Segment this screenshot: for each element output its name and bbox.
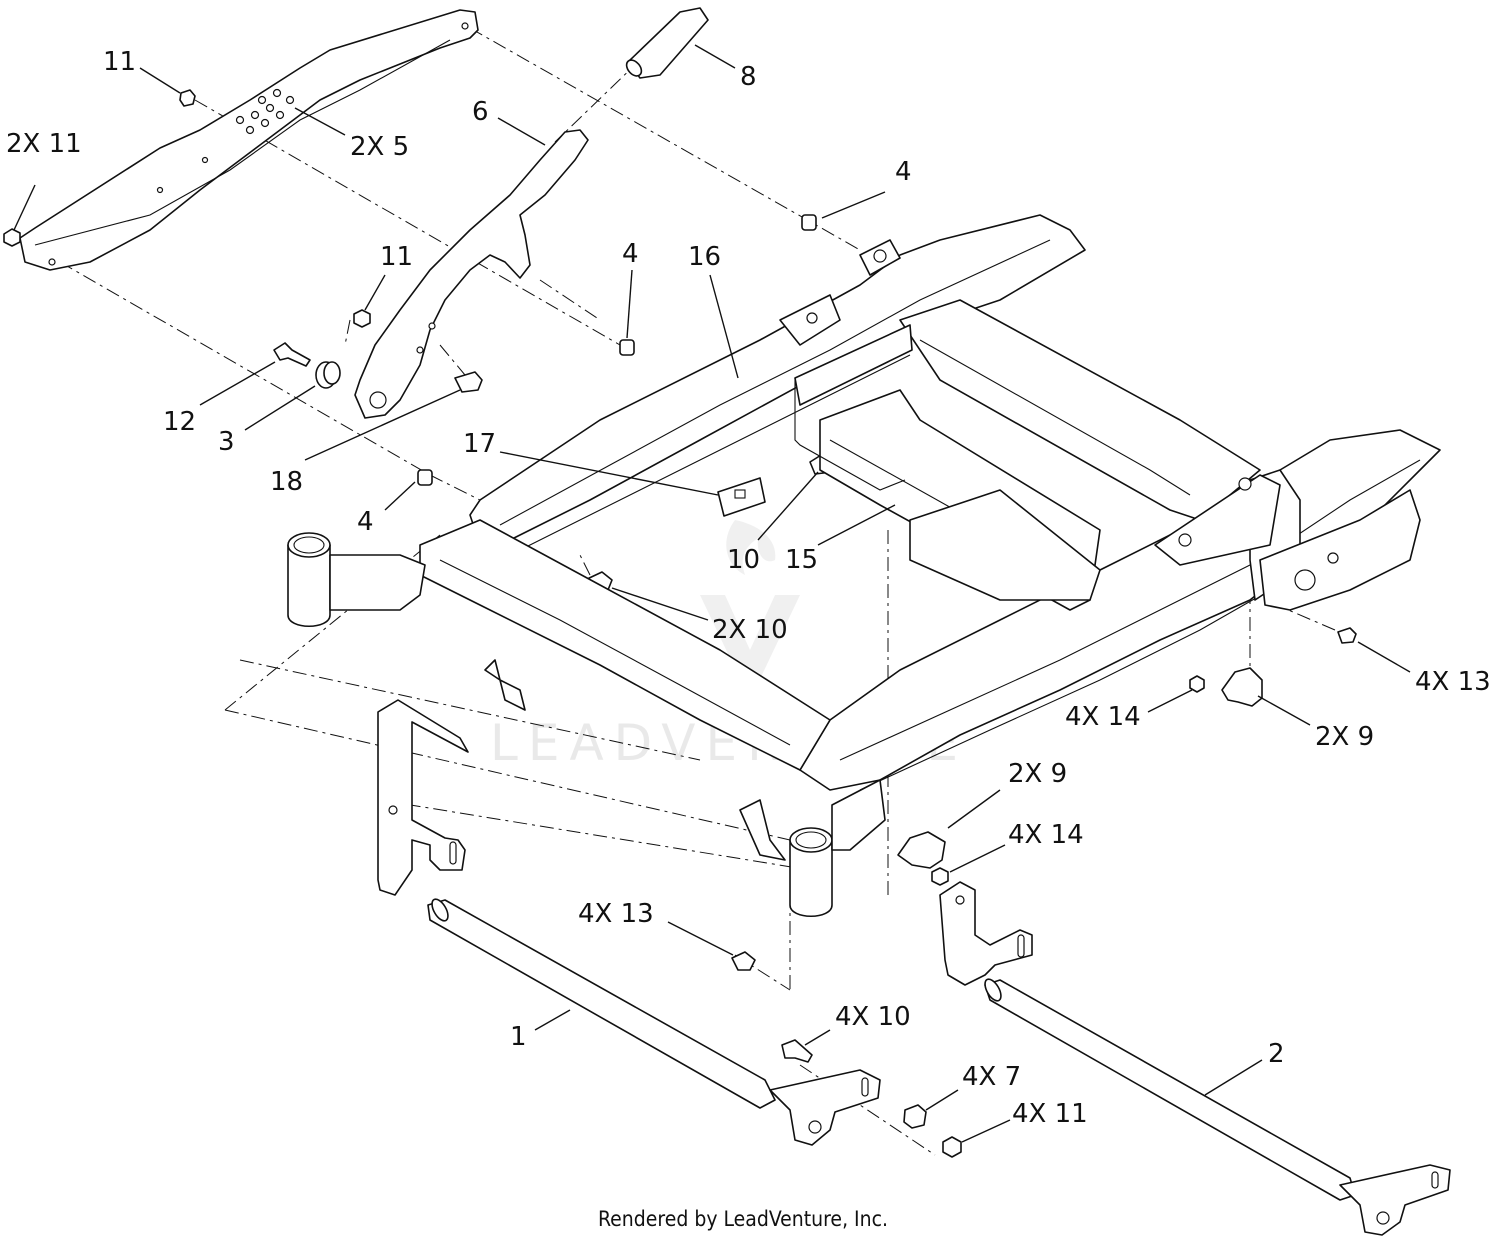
callout-labels: 11 2X 11 2X 5 6 8 4 11 4 16 12 3 18 17 4… — [6, 47, 1491, 1129]
callout-2x10: 2X 10 — [712, 615, 788, 645]
nut-4x14-mid — [931, 867, 949, 886]
callout-15: 15 — [785, 545, 818, 575]
callout-4x7: 4X 7 — [962, 1062, 1021, 1092]
callout-17: 17 — [463, 429, 496, 459]
footer-credit: Rendered by LeadVenture, Inc. — [598, 1207, 888, 1231]
callout-4x10: 4X 10 — [835, 1002, 911, 1032]
callout-11-mid: 11 — [380, 242, 413, 272]
callout-16: 16 — [688, 242, 721, 272]
callout-4x13-right: 4X 13 — [1415, 667, 1491, 697]
spacer-4x7 — [903, 1104, 927, 1129]
callout-6: 6 — [472, 97, 489, 127]
nut-11-mid — [353, 309, 371, 328]
callout-4x14-mid: 4X 14 — [1008, 820, 1084, 850]
callout-2x11: 2X 11 — [6, 129, 82, 159]
bolt-12 — [273, 342, 311, 367]
caster-tube-left — [287, 532, 426, 627]
nut-2x11 — [3, 228, 21, 247]
bolt-4x13-right — [1337, 627, 1357, 644]
callout-4x11: 4X 11 — [1012, 1099, 1088, 1129]
spacer-4-low — [417, 469, 433, 486]
pin-18 — [454, 371, 483, 393]
leader-lines — [13, 44, 1411, 1143]
callout-4-mid: 4 — [622, 239, 639, 269]
bushing-3 — [315, 361, 341, 389]
callout-4-low: 4 — [357, 507, 374, 537]
callout-4-top: 4 — [895, 157, 912, 187]
grip-part-8 — [625, 7, 709, 79]
deck-hanger-part-1 — [377, 699, 881, 1146]
main-frame — [287, 214, 1441, 917]
bolt-4x10 — [781, 1039, 813, 1063]
callout-10: 10 — [727, 545, 760, 575]
nut-4x14-right — [1189, 675, 1205, 693]
callout-11-top: 11 — [103, 47, 136, 77]
spacer-4-mid — [619, 339, 635, 356]
caster-tube-right — [789, 779, 886, 917]
decal-part-17 — [717, 477, 766, 517]
lever-arm-part-6 — [354, 129, 589, 419]
nut-4x11 — [942, 1136, 962, 1158]
spacer-4-top — [801, 214, 817, 231]
callout-8: 8 — [740, 62, 757, 92]
bolt-4x13-low — [731, 951, 756, 971]
callout-4x14-right: 4X 14 — [1065, 702, 1141, 732]
callout-12: 12 — [163, 407, 196, 437]
callout-3: 3 — [218, 427, 235, 457]
side-plate-part-5 — [19, 9, 479, 271]
callout-1: 1 — [510, 1022, 527, 1052]
callout-2x5: 2X 5 — [350, 132, 409, 162]
callout-2x9-mid: 2X 9 — [1008, 759, 1067, 789]
side-plate-holes — [48, 22, 469, 266]
clip-2x9-mid — [897, 831, 946, 869]
clip-2x9-right — [1221, 667, 1263, 707]
callout-18: 18 — [270, 467, 303, 497]
callout-2: 2 — [1268, 1039, 1285, 1069]
callout-4x13-low: 4X 13 — [578, 899, 654, 929]
nut-11-top — [179, 89, 196, 107]
deck-hanger-part-2 — [939, 881, 1451, 1236]
callout-2x9-right: 2X 9 — [1315, 722, 1374, 752]
